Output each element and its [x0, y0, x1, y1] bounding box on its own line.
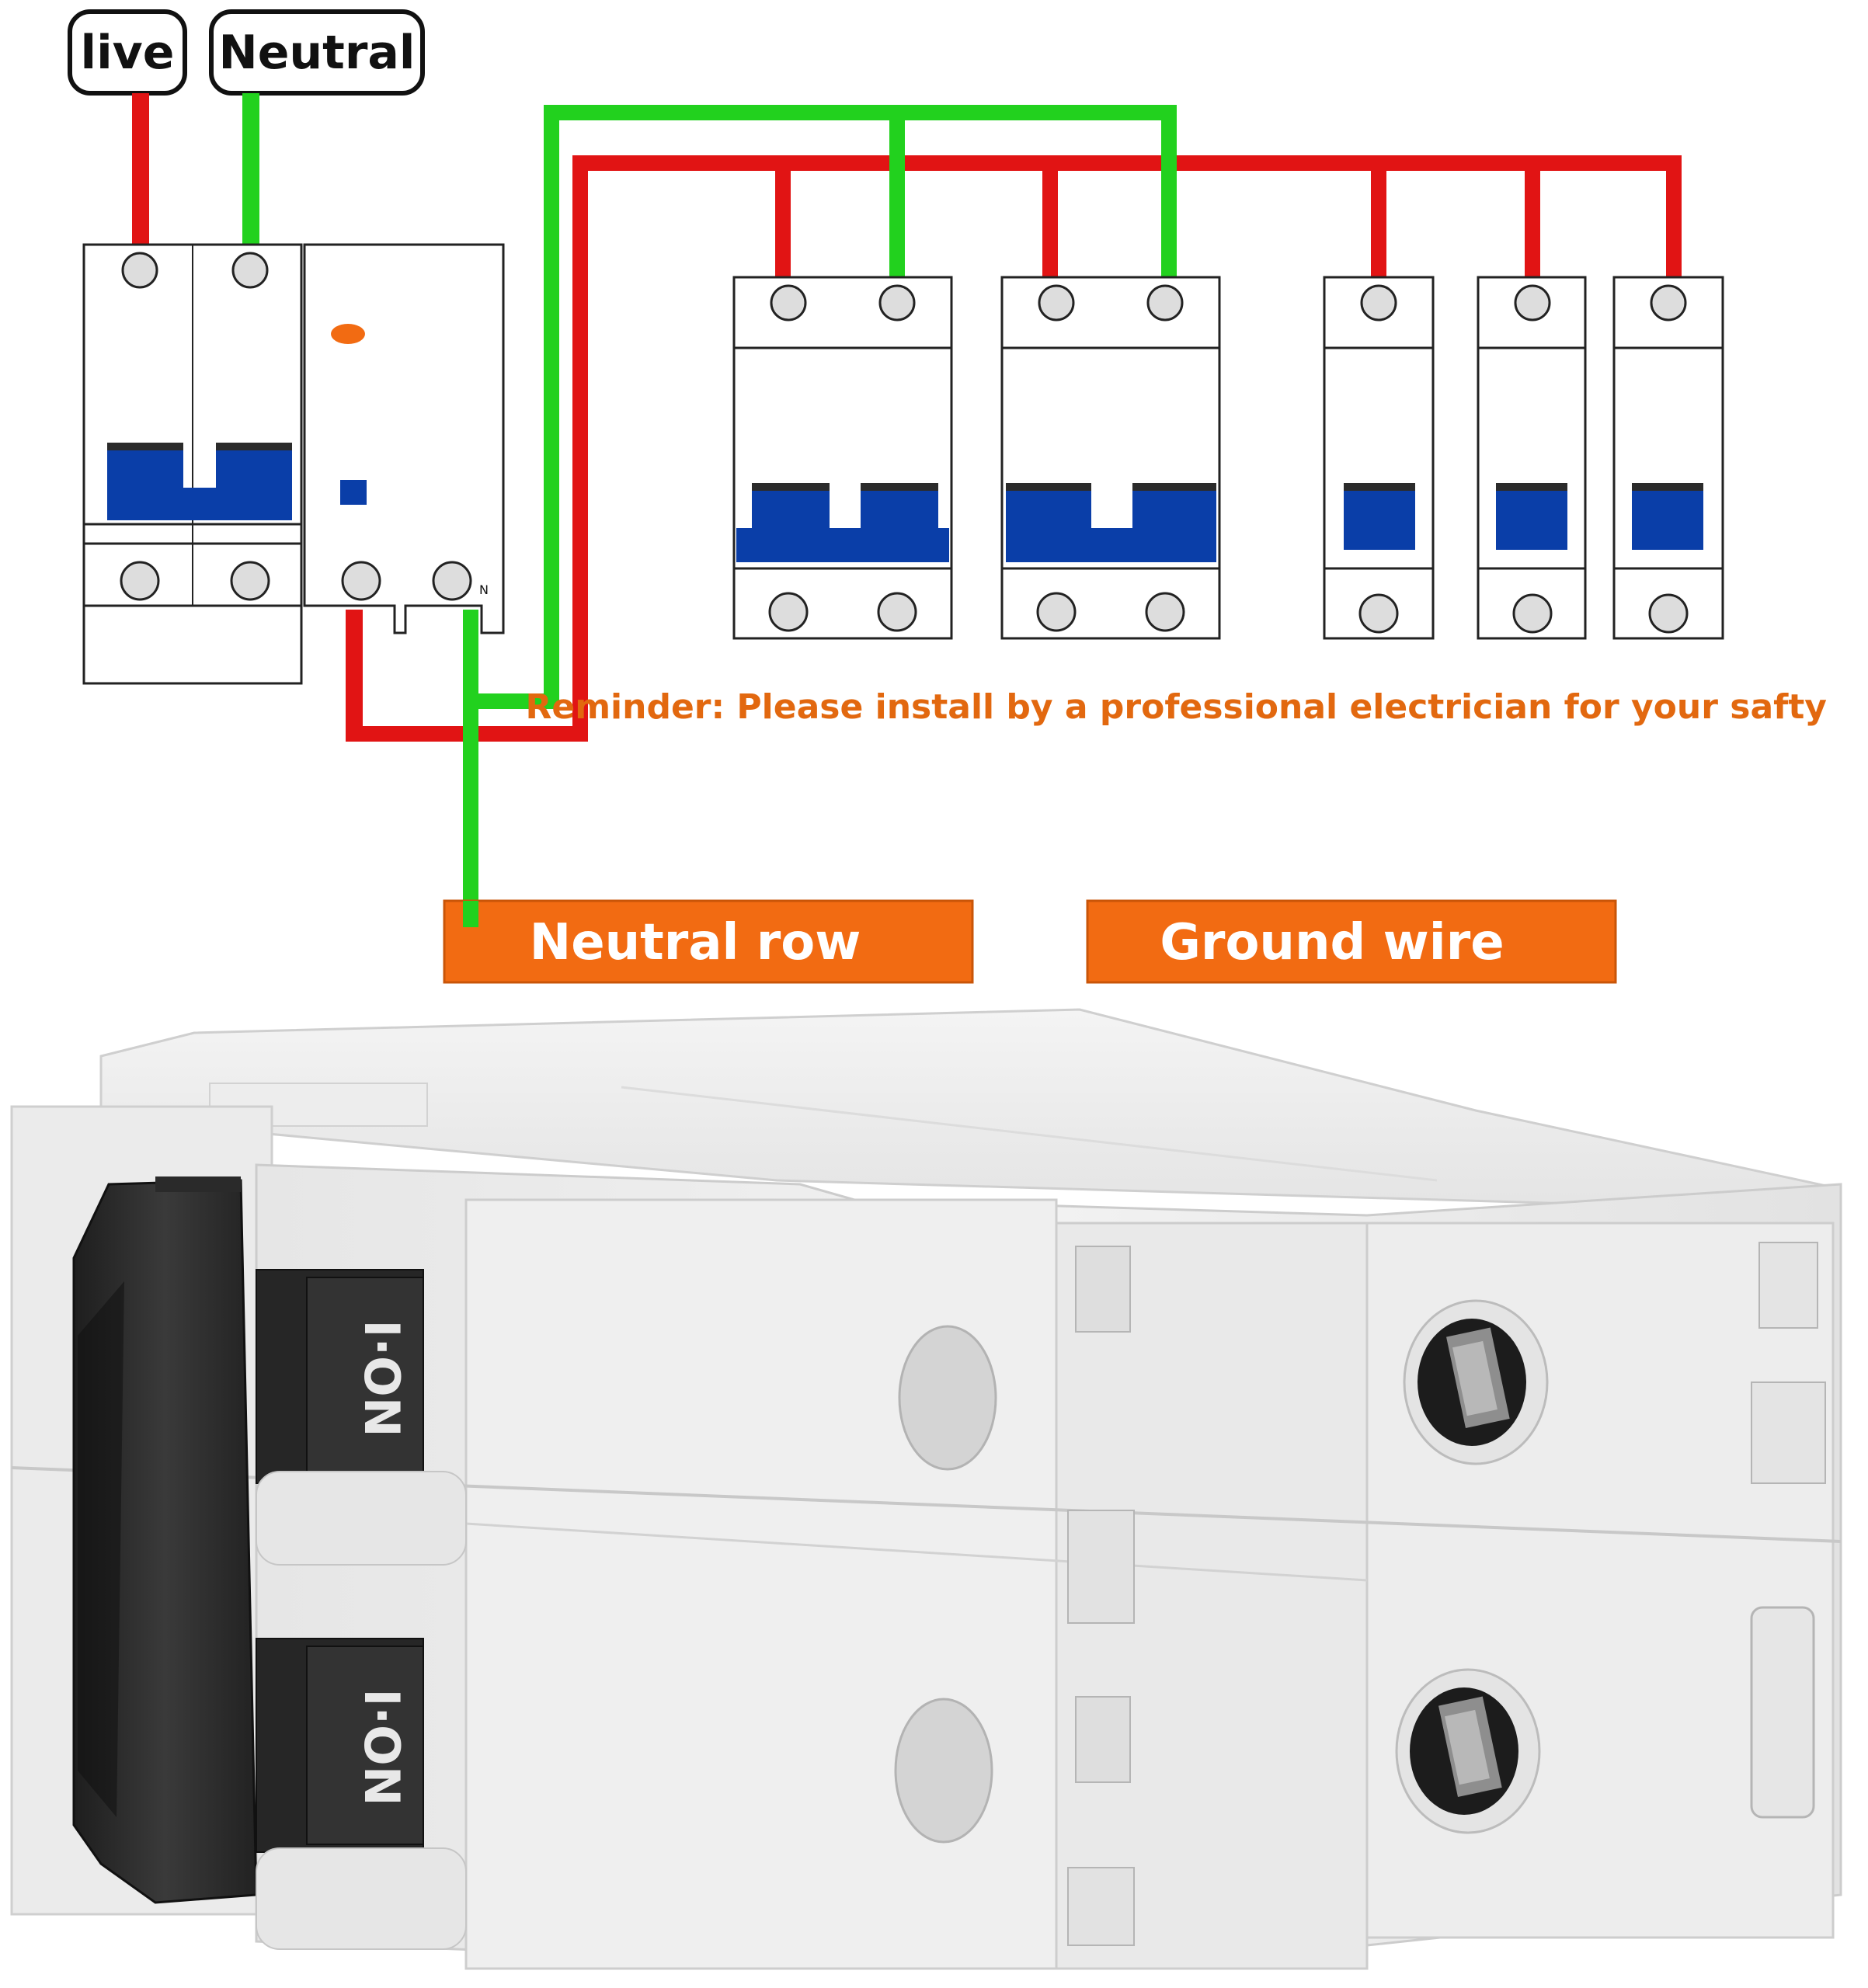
incoming-wires [132, 93, 259, 264]
pole-marking-bottom: I·ON [353, 1688, 410, 1806]
toggle-handle [107, 443, 183, 520]
terminal-screw [1038, 284, 1075, 321]
neutral-label-text: Neutral [219, 26, 416, 80]
test-button [340, 480, 367, 505]
ground-wire-tag-text: Ground wire [1160, 914, 1504, 971]
safety-reminder: Reminder: Please install by a profession… [525, 687, 1827, 727]
terminal-screw [121, 252, 158, 289]
live-label: live [68, 9, 187, 96]
terminal-screw [1145, 592, 1185, 632]
terminal-screw [120, 561, 160, 601]
branch-breaker-2pole [1000, 276, 1221, 640]
neutral-label: Neutral [209, 9, 425, 96]
toggle-handle [1344, 483, 1415, 550]
branch-breaker-1pole [1477, 276, 1587, 640]
terminal-screw [770, 284, 807, 321]
branch-breaker-2pole [732, 276, 953, 640]
toggle-handle [1496, 483, 1567, 550]
terminal-screw [1650, 284, 1687, 321]
terminal-screw [878, 284, 916, 321]
terminal-screw [877, 592, 917, 632]
live-label-text: live [81, 26, 175, 80]
terminal-screw [230, 561, 270, 601]
toggle-handle [216, 443, 292, 520]
terminal-screw [1146, 284, 1184, 321]
indicator-light [331, 324, 365, 344]
terminal-screw [1512, 593, 1553, 634]
branch-breaker-1pole [1323, 276, 1435, 640]
branch-breaker-1pole [1612, 276, 1724, 640]
neutral-row-tag: Neutral row [443, 899, 974, 984]
terminal-screw [1360, 284, 1397, 321]
toggle-handle [1632, 483, 1703, 550]
n-terminal-label: N [479, 582, 489, 597]
main-breaker [82, 243, 303, 685]
terminal-screw [1036, 592, 1077, 632]
terminal-screw [231, 252, 269, 289]
rcd-module: N [303, 243, 505, 634]
ground-wire-tag: Ground wire [1086, 899, 1617, 984]
terminal-screw [1648, 593, 1689, 634]
terminal-screw [1358, 593, 1399, 634]
pole-marking-top: I·ON [353, 1319, 410, 1437]
breaker-product-illustration: I·ON I·ON [10, 1008, 1842, 1970]
terminal-screw [768, 592, 809, 632]
neutral-bus-wiring [463, 105, 1177, 928]
terminal-screw [432, 561, 472, 601]
neutral-row-tag-text: Neutral row [530, 914, 861, 971]
terminal-screw [1514, 284, 1551, 321]
live-bus-wiring [346, 155, 1682, 742]
terminal-screw [341, 561, 381, 601]
